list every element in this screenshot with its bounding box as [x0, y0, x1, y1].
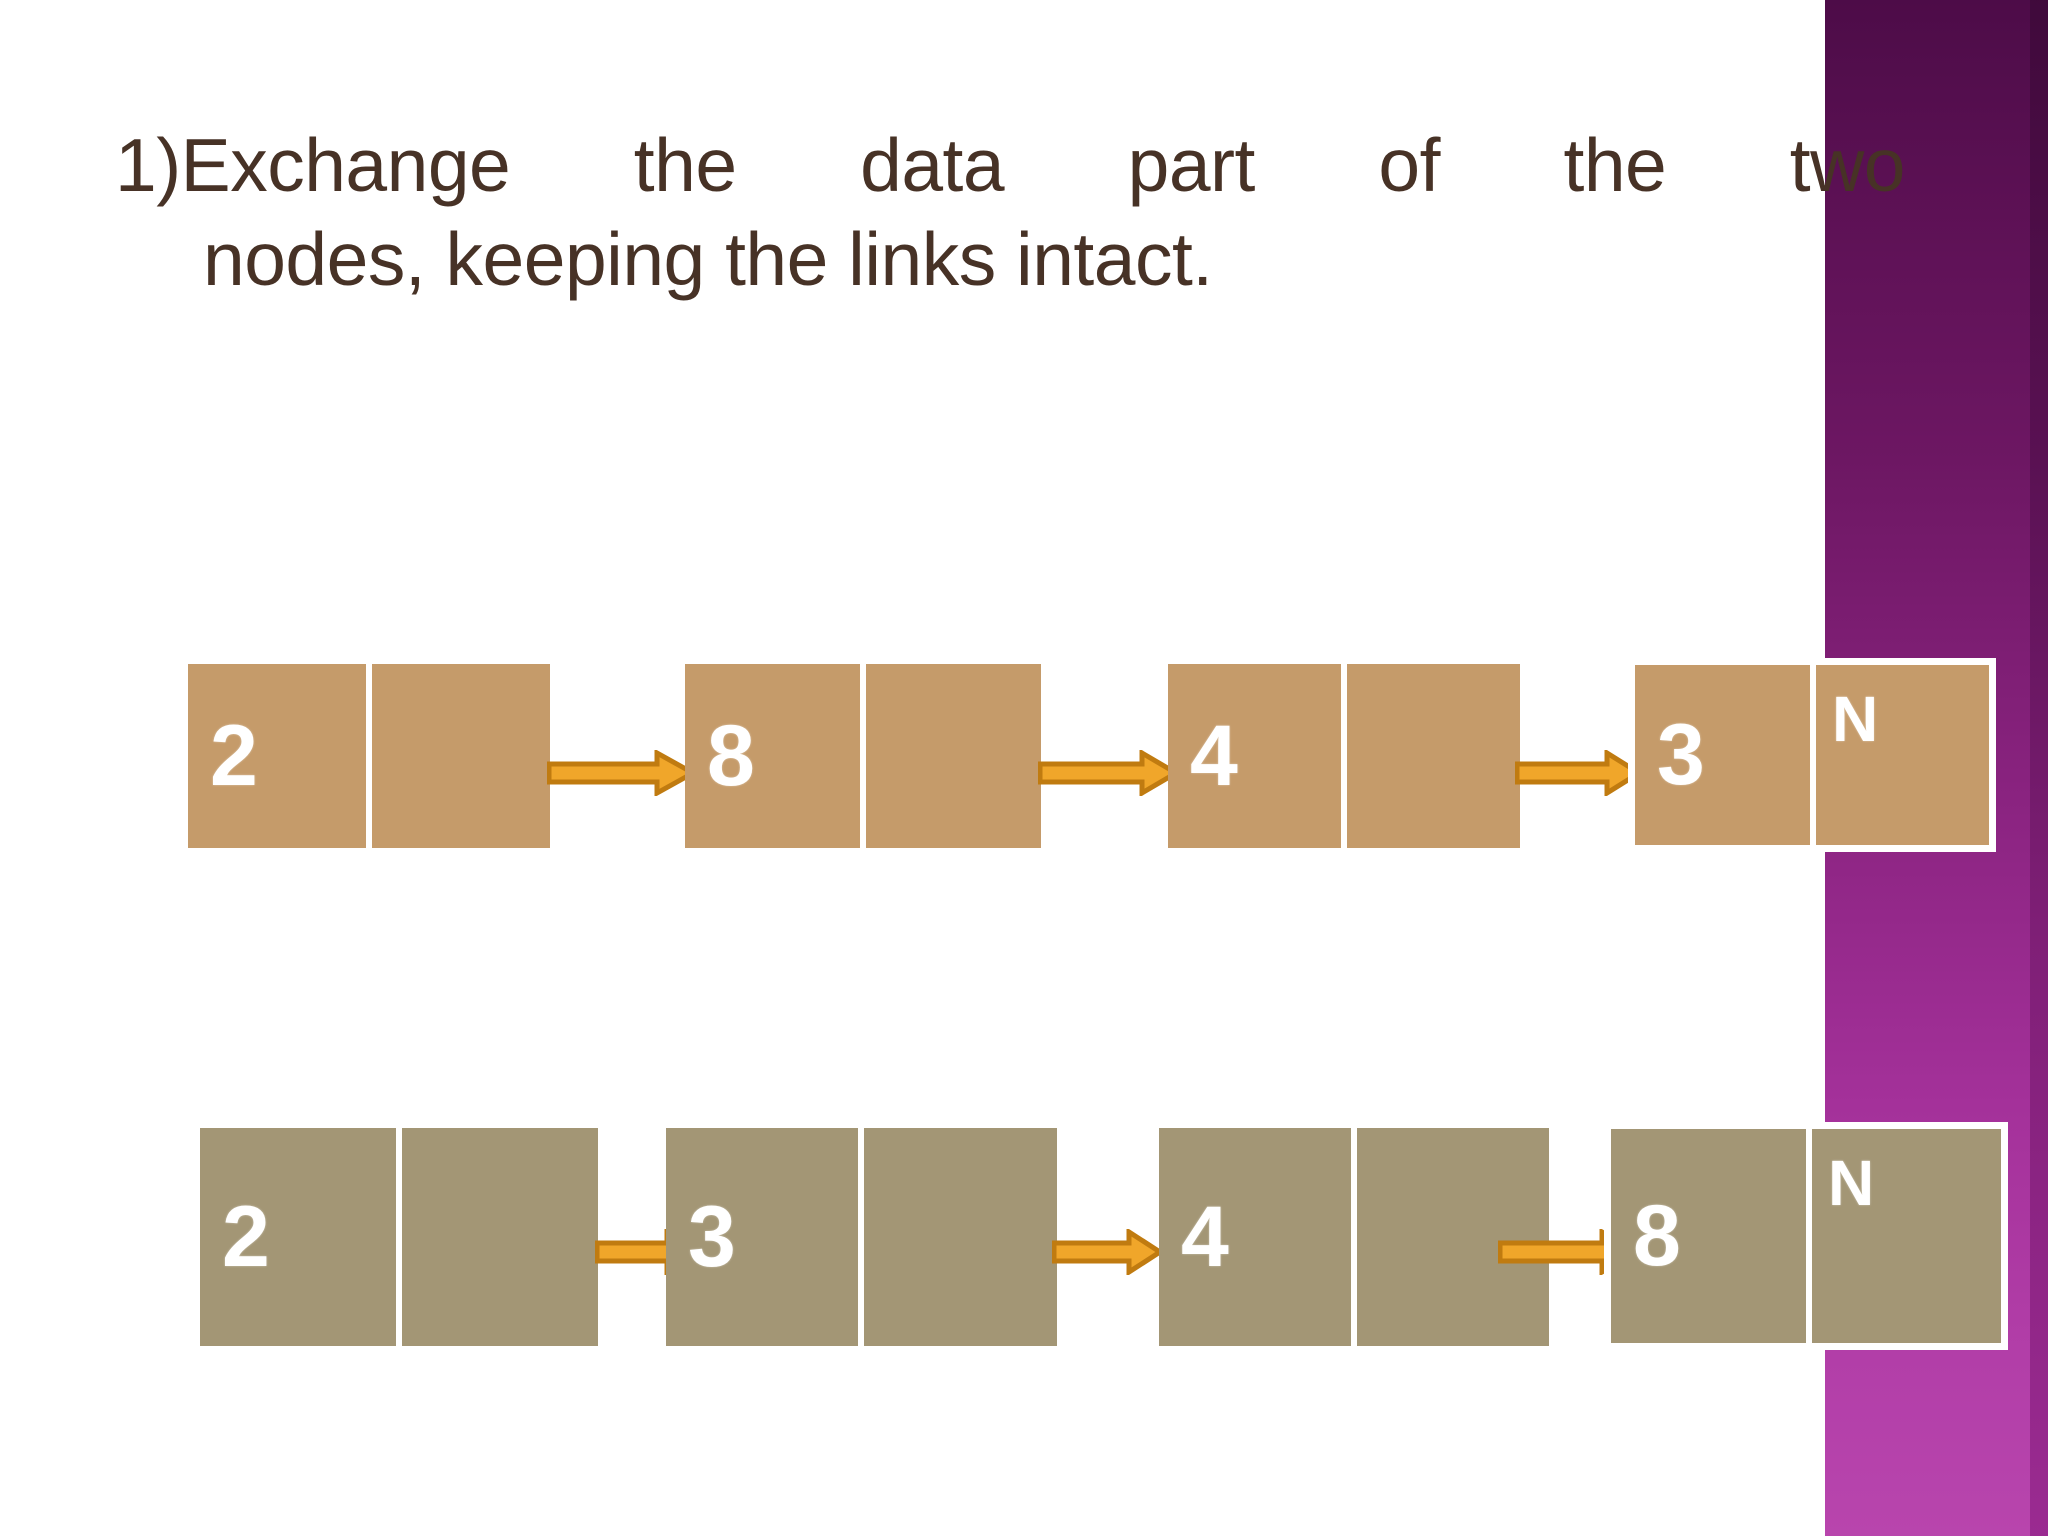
linked-list-row-before: 2 8: [0, 658, 2048, 860]
node-link-cell: [858, 1128, 1057, 1346]
decorative-purple-band-edge: [2030, 0, 2048, 1536]
node-data-value: 2: [222, 1189, 270, 1285]
node-data-value: 3: [688, 1189, 736, 1285]
node-link-cell: N: [1810, 665, 1989, 845]
node-data-cell: 3: [1635, 665, 1810, 845]
node-link-cell: [366, 664, 550, 848]
node-null-label: N: [1832, 683, 1879, 755]
node-data-cell: 2: [200, 1128, 396, 1346]
node-data-value: 2: [210, 708, 258, 804]
list-node: 2: [188, 664, 550, 848]
node-cell-divider: [1351, 1128, 1357, 1346]
node-data-cell: 8: [685, 664, 860, 848]
node-link-cell: [396, 1128, 598, 1346]
node-data-value: 3: [1657, 707, 1705, 803]
node-cell-divider: [366, 664, 372, 848]
node-cell-divider: [1806, 1129, 1812, 1343]
linked-list-row-after: 2 3: [0, 1122, 2048, 1350]
node-data-cell: 4: [1168, 664, 1341, 848]
node-cell-divider: [858, 1128, 864, 1346]
next-pointer-arrow: [1515, 750, 1641, 796]
node-link-cell: [1341, 664, 1520, 848]
list-node: 3: [666, 1128, 1057, 1346]
list-node-tail: 3 N: [1628, 658, 1996, 852]
node-data-cell: 3: [666, 1128, 858, 1346]
node-data-cell: 2: [188, 664, 366, 848]
node-data-value: 4: [1190, 708, 1238, 804]
node-cell-divider: [1810, 665, 1816, 845]
node-cell-divider: [396, 1128, 402, 1346]
slide-title: 1)Exchange the data part of the two node…: [115, 120, 1906, 305]
node-link-cell: N: [1806, 1129, 2001, 1343]
list-node: 8: [685, 664, 1041, 848]
node-cell-divider: [1341, 664, 1347, 848]
node-data-value: 8: [707, 708, 755, 804]
node-data-value: 4: [1181, 1189, 1229, 1285]
list-node: 4: [1168, 664, 1520, 848]
node-link-cell: [860, 664, 1041, 848]
list-node-tail: 8 N: [1604, 1122, 2008, 1350]
node-cell-divider: [860, 664, 866, 848]
node-data-cell: 8: [1611, 1129, 1806, 1343]
title-line-1: 1)Exchange the data part of the two: [115, 123, 1906, 207]
next-pointer-arrow: [1038, 750, 1178, 796]
node-data-cell: 4: [1159, 1128, 1351, 1346]
title-line-2: nodes, keeping the links intact.: [203, 216, 1213, 301]
list-node: 2: [200, 1128, 598, 1346]
next-pointer-arrow: [1052, 1229, 1162, 1275]
node-null-label: N: [1828, 1147, 1875, 1219]
list-node: 4: [1159, 1128, 1549, 1346]
next-pointer-arrow: [547, 750, 695, 796]
node-data-value: 8: [1633, 1188, 1681, 1284]
